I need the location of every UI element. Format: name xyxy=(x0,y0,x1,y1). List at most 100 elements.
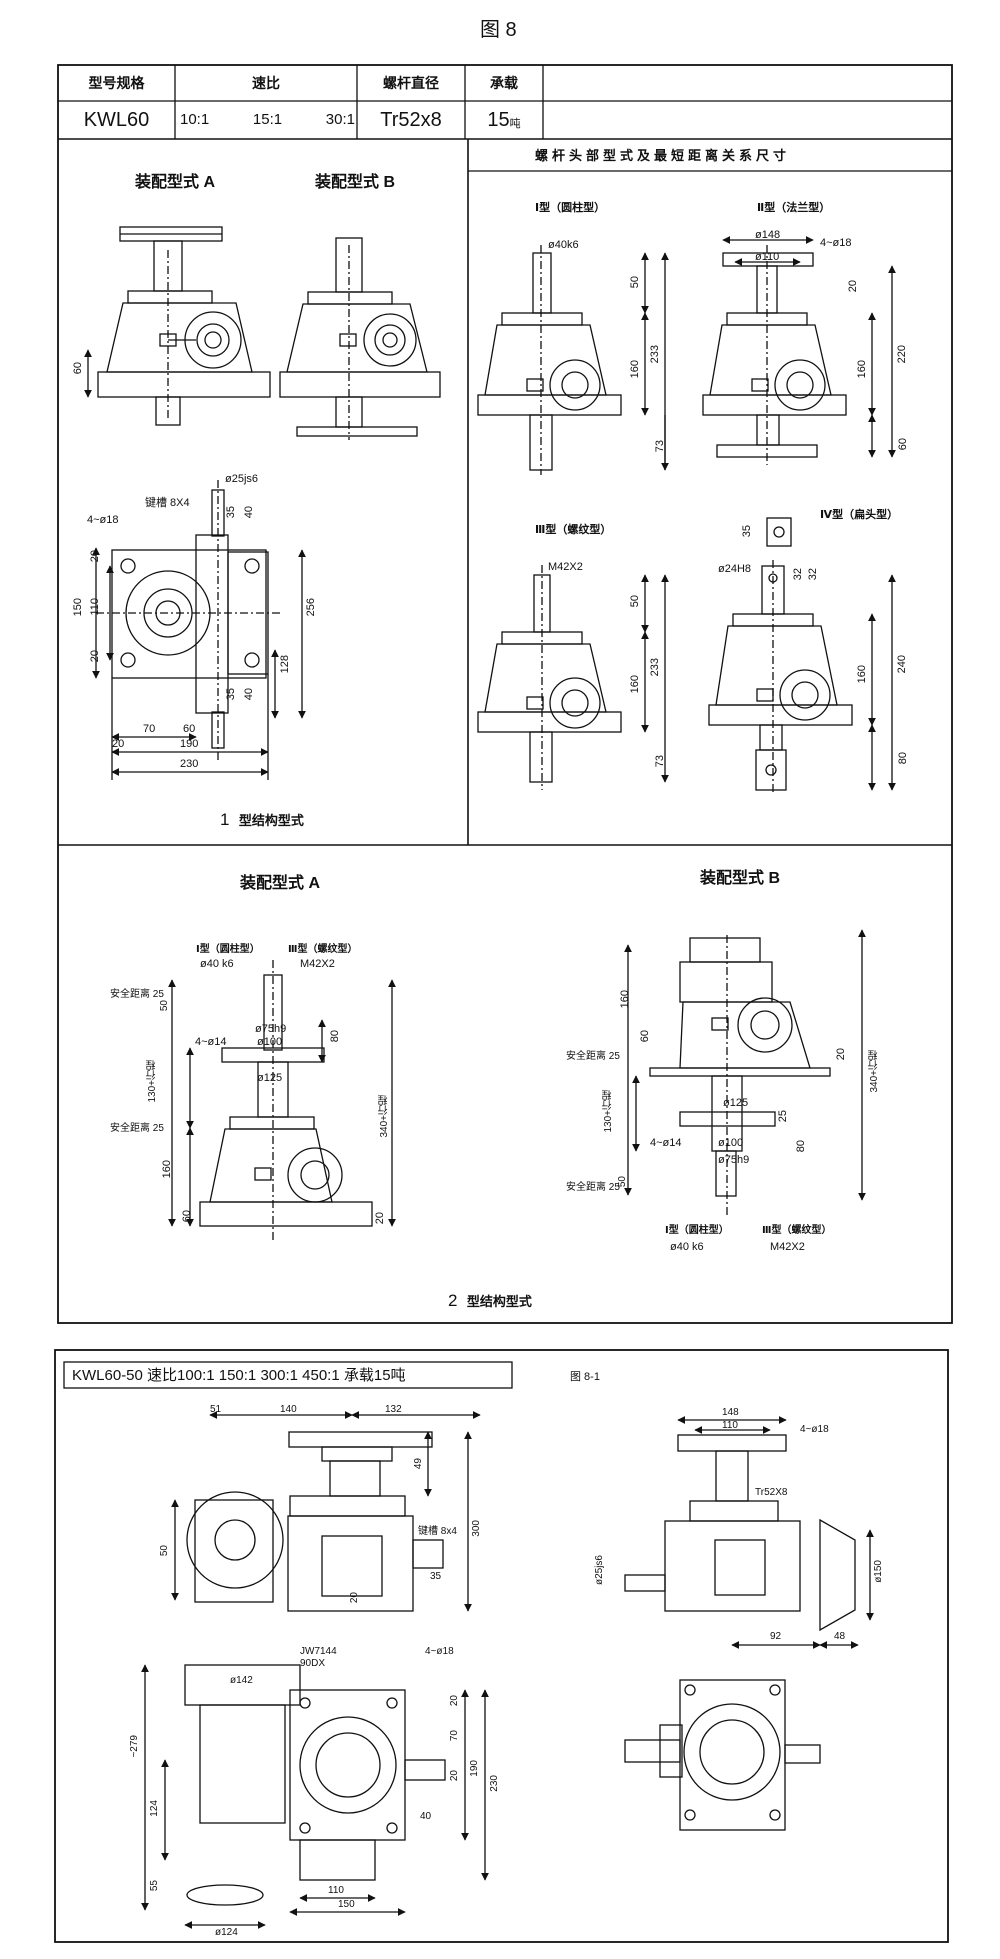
s3-d50: 50 xyxy=(159,1545,170,1557)
s1-dim-20c: 20 xyxy=(112,738,125,750)
s3-rscrew: Tr52X8 xyxy=(755,1487,788,1498)
s2b-d60: 60 xyxy=(639,1030,651,1043)
head-type-3-drawing xyxy=(477,565,669,790)
s3-motor2: 90DX xyxy=(300,1658,326,1669)
s1-dim-20b: 20 xyxy=(89,650,101,663)
s3-d140: 140 xyxy=(280,1404,297,1415)
s3-d150: 150 xyxy=(338,1899,355,1910)
s3-d70: 70 xyxy=(449,1730,460,1742)
s3-d20: 20 xyxy=(349,1592,360,1604)
s1-dim-40: 40 xyxy=(243,506,255,519)
s3-r150: ø150 xyxy=(873,1560,884,1583)
type1-name: Ⅰ型（圆柱型） xyxy=(535,202,606,214)
s2-caption-num: 2 xyxy=(448,1291,458,1310)
s2a-safe2: 安全距离 25 xyxy=(110,1123,164,1134)
type2-d60: 60 xyxy=(897,438,909,451)
s1-dim-35b: 35 xyxy=(225,688,237,701)
section2-b-drawing xyxy=(624,929,866,1215)
s3-r148: 148 xyxy=(722,1407,739,1418)
s2b-holes: 4~ø14 xyxy=(650,1137,682,1149)
head-type-1-drawing xyxy=(477,245,669,475)
s1-dim-70: 70 xyxy=(143,723,156,735)
s2b-d130: 130+行程 xyxy=(603,1090,614,1133)
type4-d240: 240 xyxy=(896,655,908,674)
spec-header-model: 型号规格 xyxy=(88,75,145,91)
s2b-safe1: 安全距离 25 xyxy=(566,1051,620,1062)
s1-caption: 1 型结构型式 xyxy=(220,811,304,828)
section3-left-plan xyxy=(141,1664,489,1929)
type4-d160: 160 xyxy=(856,665,868,684)
type1-dia: ø40k6 xyxy=(548,239,579,251)
s2a-d160: 160 xyxy=(161,1160,173,1179)
type3-d160: 160 xyxy=(629,675,641,694)
type1-d50: 50 xyxy=(629,276,641,289)
s2a-holes: 4~ø14 xyxy=(195,1036,227,1048)
s2b-d80: 80 xyxy=(795,1140,807,1153)
spec-ratio-3: 30:1 xyxy=(325,111,355,128)
spec-header-screw: 螺杆直径 xyxy=(383,75,439,91)
type4-d80: 80 xyxy=(897,752,909,765)
s1-caption-text: 型结构型式 xyxy=(238,813,304,828)
s3-d35: 35 xyxy=(430,1571,442,1582)
type4-name: Ⅳ型（扁头型） xyxy=(820,509,899,521)
s2a-t1dia: ø40 k6 xyxy=(200,958,234,970)
type4-d32a: 32 xyxy=(792,568,804,581)
s3-r25: ø25js6 xyxy=(594,1555,605,1586)
s3-d51: 51 xyxy=(210,1404,222,1415)
section3-frame xyxy=(54,1349,949,1943)
s2a-d20: 20 xyxy=(374,1212,386,1225)
s3-d142: ø142 xyxy=(230,1675,253,1686)
s3-d124: 124 xyxy=(149,1800,160,1817)
s3-d49: 49 xyxy=(413,1458,424,1470)
s3-header: KWL60-50 速比100:1 150:1 300:1 450:1 承载15吨 xyxy=(72,1367,406,1384)
s2b-d160: 160 xyxy=(619,990,631,1009)
s1-dim-40b: 40 xyxy=(243,688,255,701)
type3-d50: 50 xyxy=(629,595,641,608)
s2-label-b: 装配型式 B xyxy=(700,870,781,887)
s2b-d125: ø125 xyxy=(723,1097,749,1109)
s2b-d50: 50 xyxy=(617,1176,628,1188)
s3-r110: 110 xyxy=(722,1420,738,1431)
s3-d279: ~279 xyxy=(129,1735,140,1758)
s1-dim-230: 230 xyxy=(180,758,199,770)
s3-d190: 190 xyxy=(469,1760,480,1777)
type3-thread: M42X2 xyxy=(548,561,583,573)
spec-screw-value: Tr52x8 xyxy=(380,108,442,131)
s2a-d80: 80 xyxy=(329,1030,341,1043)
s1-dim-128: 128 xyxy=(279,655,291,674)
section3-header-box xyxy=(63,1361,513,1389)
page-title: 图 8 xyxy=(480,19,517,41)
s2a-t3thread: M42X2 xyxy=(300,958,335,970)
s2b-d20: 20 xyxy=(835,1048,847,1061)
assembly-a-front xyxy=(97,226,271,426)
s2a-d130: 130+行程 xyxy=(147,1060,158,1103)
s2-caption-text: 型结构型式 xyxy=(466,1294,532,1309)
type1-d160: 160 xyxy=(629,360,641,379)
s2b-d100: ø100 xyxy=(718,1137,744,1149)
s2a-d50: 50 xyxy=(159,1000,170,1012)
type2-d160: 160 xyxy=(856,360,868,379)
s3-key: 键槽 8x4 xyxy=(418,1526,457,1537)
section3-left-elevation xyxy=(171,1411,481,1612)
s3-fig: 图 8-1 xyxy=(570,1371,600,1383)
head-type-4-drawing xyxy=(708,517,896,795)
type2-d148: ø148 xyxy=(755,229,781,241)
s2a-safe1: 安全距离 25 xyxy=(110,989,164,1000)
s1-dim-60b: 60 xyxy=(183,723,196,735)
type3-d73: 73 xyxy=(654,755,666,768)
type4-d32b: 32 xyxy=(807,568,819,581)
s1-dim-150: 150 xyxy=(72,598,84,617)
s2-caption: 2 型结构型式 xyxy=(448,1292,532,1309)
s3-d55: 55 xyxy=(149,1880,160,1892)
section2-a-drawing xyxy=(168,960,396,1240)
type2-d220: 220 xyxy=(896,345,908,364)
s1-dim-shaft: ø25js6 xyxy=(225,473,259,485)
assembly-b-front xyxy=(279,237,441,440)
type2-name: Ⅱ型（法兰型） xyxy=(757,202,831,214)
s2a-t1: Ⅰ型（圆柱型） xyxy=(196,944,260,955)
spec-header-ratio: 速比 xyxy=(252,75,280,91)
spec-ratios: 10:1 15:1 30:1 xyxy=(180,111,355,128)
s3-motor: JW7144 xyxy=(300,1646,337,1657)
